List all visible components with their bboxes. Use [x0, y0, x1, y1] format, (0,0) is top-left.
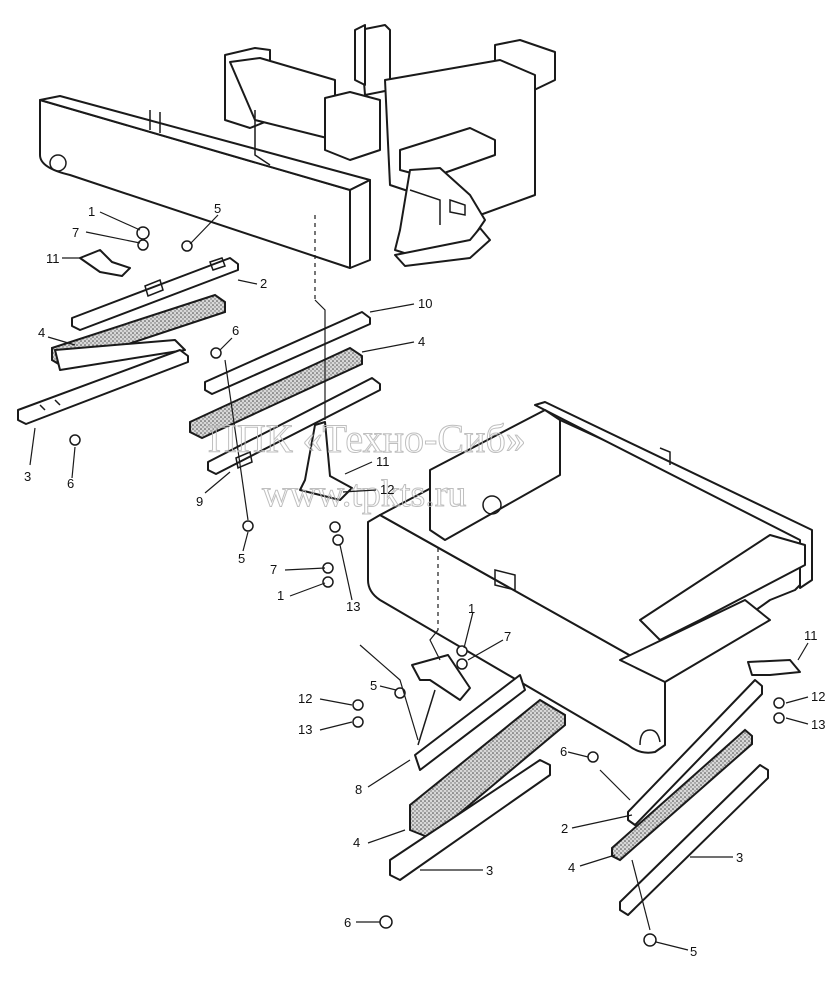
upper-rail-2	[71, 257, 239, 331]
callout-13-mid: 13	[346, 599, 360, 614]
callout-2-right: 2	[561, 821, 568, 836]
callout-12-right: 12	[811, 689, 825, 704]
callout-12-mid: 12	[380, 482, 394, 497]
watermark: ППК «Техно-Сиб» www.tpkts.ru	[208, 416, 527, 516]
callout-3-right: 3	[736, 850, 743, 865]
lower-rail-3b	[389, 759, 551, 881]
callout-6-low: 6	[344, 915, 351, 930]
callout-4-right: 4	[568, 860, 575, 875]
callout-5-right: 5	[690, 944, 697, 959]
callout-10: 10	[418, 296, 432, 311]
callout-5-mid: 5	[238, 551, 245, 566]
watermark-line1: ППК «Техно-Сиб»	[208, 416, 526, 461]
callout-4: 4	[38, 325, 45, 340]
watermark-line2: www.tpkts.ru	[262, 473, 466, 515]
mid-rail-10	[204, 311, 371, 395]
center-bracket-11	[299, 421, 353, 501]
mid-rail-9	[207, 377, 381, 475]
callout-1-mid: 1	[277, 588, 284, 603]
right-bracket-11	[747, 659, 801, 676]
callout-7-mid: 7	[270, 562, 277, 577]
callout-7-low: 7	[504, 629, 511, 644]
left-bracket-11	[79, 249, 131, 277]
callout-5-low: 5	[370, 678, 377, 693]
upper-frame-assembly	[39, 24, 556, 269]
callout-6-right: 6	[560, 744, 567, 759]
callout-4-mid: 4	[418, 334, 425, 349]
callout-6-mid: 6	[232, 323, 239, 338]
hardware-fasteners	[69, 226, 785, 947]
callout-3-low: 3	[486, 863, 493, 878]
lower-pad-4	[409, 698, 566, 840]
lower-rail-3	[17, 339, 189, 425]
callout-6: 6	[67, 476, 74, 491]
callout-leaders	[29, 211, 809, 951]
callout-13-low: 13	[298, 722, 312, 737]
callout-2: 2	[260, 276, 267, 291]
callout-5: 5	[214, 201, 221, 216]
callout-3: 3	[24, 469, 31, 484]
alignment-lines	[224, 215, 651, 931]
right-rail-3	[619, 764, 769, 916]
callout-11: 11	[46, 251, 60, 266]
callout-8: 8	[355, 782, 362, 797]
callout-12-low: 12	[298, 691, 312, 706]
callout-13-right: 13	[811, 717, 825, 732]
callout-4-low: 4	[353, 835, 360, 850]
right-rail-2	[627, 679, 763, 826]
callout-1: 1	[88, 204, 95, 219]
center-bracket-8	[411, 654, 471, 746]
lower-frame-assembly	[367, 401, 813, 754]
callout-7: 7	[72, 225, 79, 240]
callout-1-low: 1	[468, 601, 475, 616]
callout-11-right: 11	[804, 628, 818, 643]
callout-labels: 1 7 5 11 2 4 3 6 10 6 4 9 11 12 5 7 1 13…	[24, 201, 825, 959]
lower-rail-8	[414, 674, 526, 771]
callout-11-mid: 11	[376, 454, 390, 469]
callout-9: 9	[196, 494, 203, 509]
